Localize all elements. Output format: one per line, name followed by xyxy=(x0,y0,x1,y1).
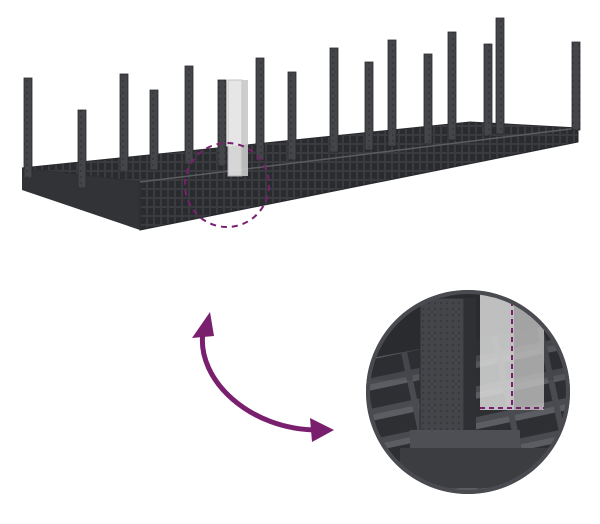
post-5 xyxy=(184,65,194,165)
tray-edge xyxy=(139,127,579,183)
curved-double-arrow-icon xyxy=(192,312,334,442)
dashed-circle-icon xyxy=(184,142,270,228)
post-15 xyxy=(495,17,505,135)
post-10 xyxy=(364,61,374,151)
post-1 xyxy=(23,77,33,179)
post-13 xyxy=(447,31,457,141)
post-12 xyxy=(423,53,433,145)
highlighted-post xyxy=(227,79,248,177)
post-6 xyxy=(217,79,227,167)
zoom-detail xyxy=(366,290,570,494)
post-9 xyxy=(329,47,339,153)
post-16 xyxy=(571,41,581,131)
zoom-transparent-post xyxy=(480,292,514,410)
posts-group xyxy=(23,17,581,189)
tray-front-face xyxy=(22,168,140,230)
post-11 xyxy=(387,39,397,147)
post-4 xyxy=(149,89,159,171)
post-8 xyxy=(287,71,297,161)
post-7 xyxy=(255,57,265,161)
zoom-dark-post xyxy=(419,297,465,445)
post-2 xyxy=(77,109,87,189)
grid-tray xyxy=(21,121,579,231)
post-3 xyxy=(119,73,129,173)
post-14 xyxy=(483,43,493,137)
